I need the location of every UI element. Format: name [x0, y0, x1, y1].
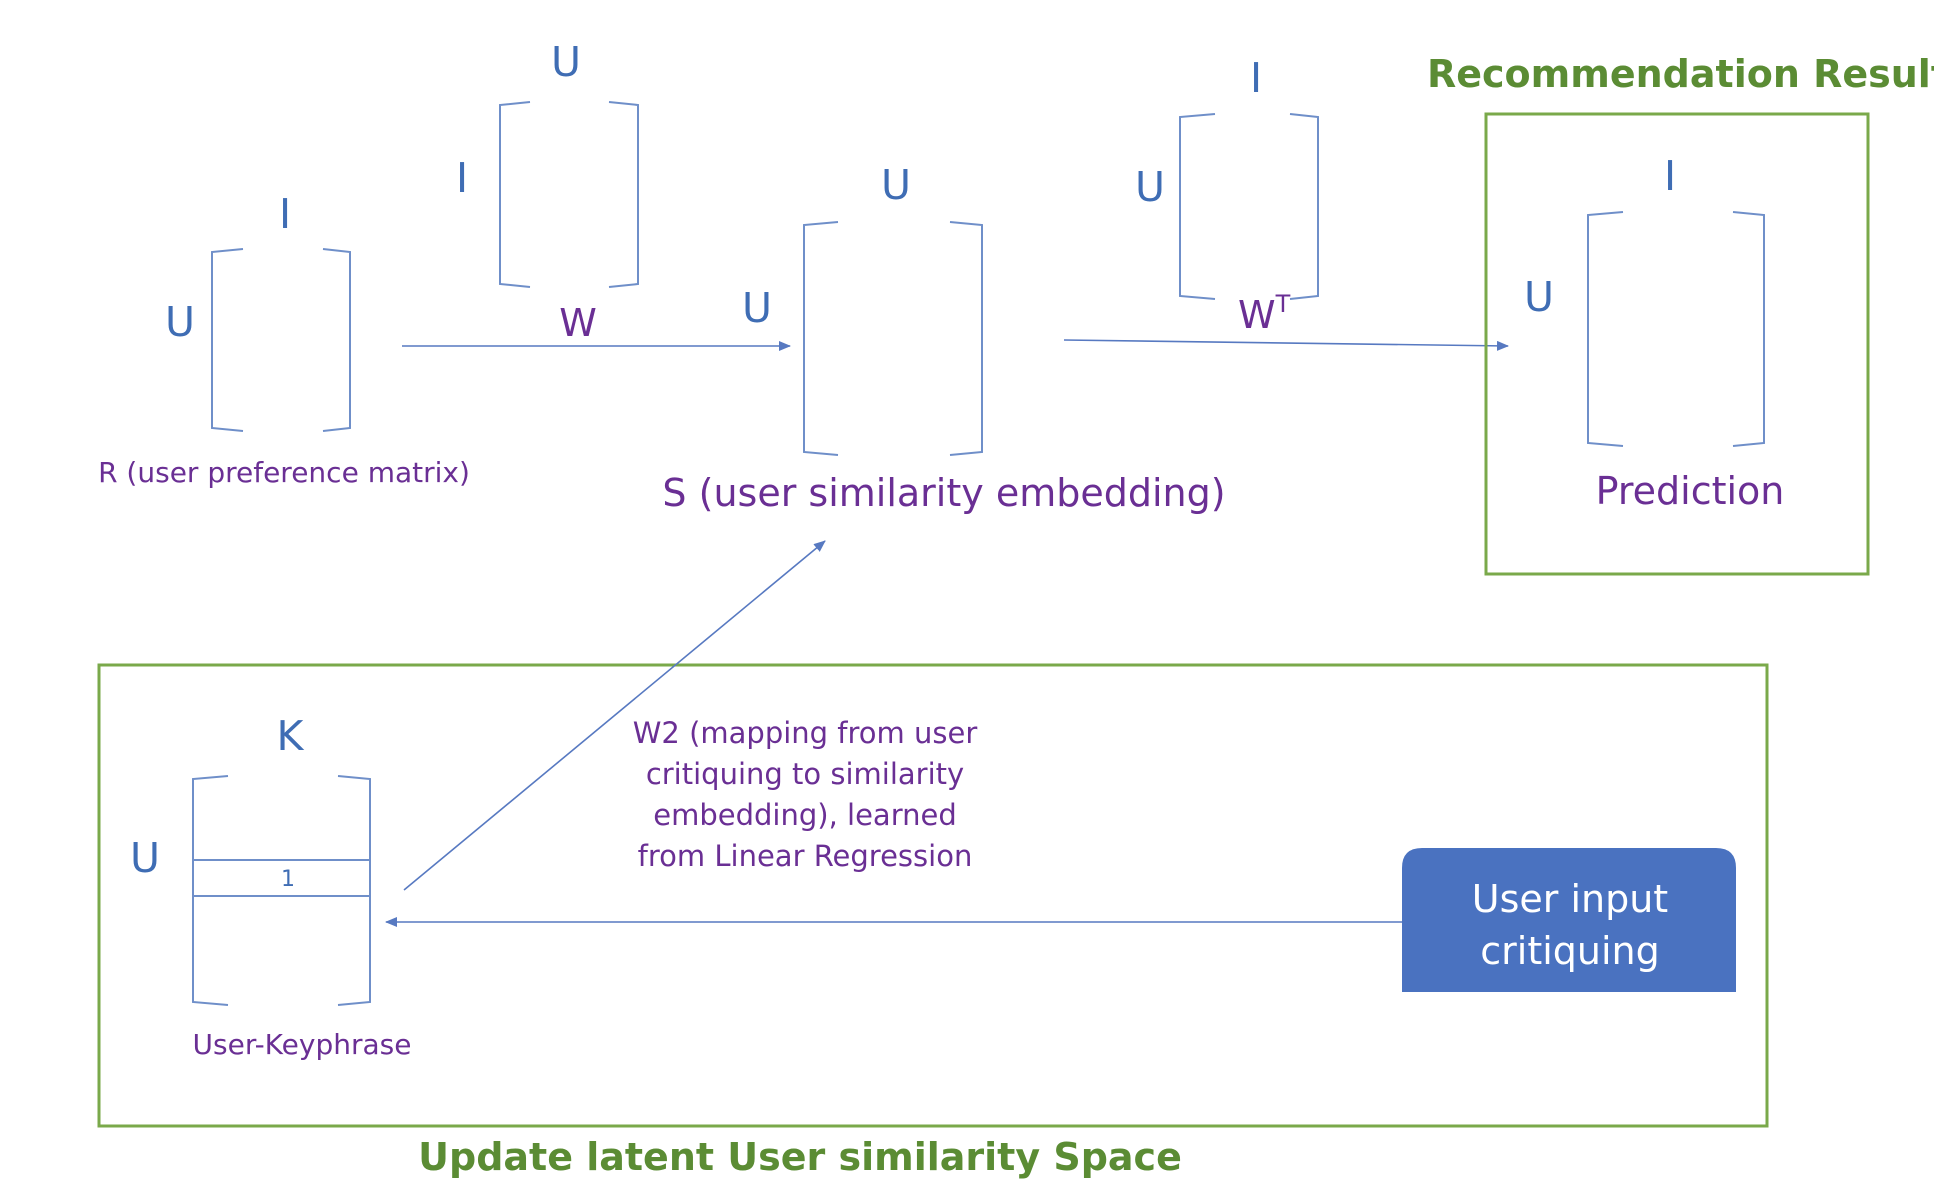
k-matrix-row-value: 1: [281, 867, 295, 892]
user-keyphrase-matrix: K U 1 User-Keyphrase: [130, 712, 411, 1061]
r-matrix-left-label: U: [165, 298, 195, 346]
s-matrix: U U S (user similarity embedding): [662, 161, 1225, 515]
k-matrix-left-bracket: [192, 775, 229, 1006]
w-matrix-left-label: I: [456, 154, 468, 202]
w2-line-4: from Linear Regression: [638, 839, 973, 873]
prediction-matrix-right-bracket: [1732, 211, 1765, 447]
w-matrix-left-bracket: [499, 101, 531, 288]
wt-matrix: I U WT: [1135, 54, 1319, 337]
s-matrix-left-label: U: [742, 284, 772, 332]
recommendation-result-title: Recommendation Result: [1427, 52, 1934, 96]
wt-matrix-caption: WT: [1238, 290, 1291, 337]
r-matrix-top-label: I: [279, 190, 291, 238]
wt-matrix-right-bracket: [1289, 113, 1319, 300]
k-matrix-caption: User-Keyphrase: [193, 1028, 412, 1061]
prediction-matrix-left-bracket: [1587, 211, 1624, 447]
w-matrix-caption: W: [559, 301, 597, 345]
arrow-s-to-prediction: [1063, 339, 1509, 351]
arrow-keyphrase-to-s: [403, 540, 826, 891]
r-matrix-caption: R (user preference matrix): [98, 456, 470, 489]
user-input-box: User input critiquing: [1402, 848, 1736, 992]
w-matrix: U I W: [456, 38, 639, 345]
w2-line-1: W2 (mapping from user: [633, 716, 978, 750]
wt-matrix-left-label: U: [1135, 163, 1165, 211]
user-input-line-1: User input: [1472, 877, 1668, 921]
k-matrix-left-label: U: [130, 834, 160, 882]
w-matrix-top-label: U: [551, 38, 581, 86]
user-input-line-2: critiquing: [1480, 929, 1660, 973]
prediction-matrix: I U Prediction: [1524, 152, 1784, 513]
w-matrix-right-bracket: [608, 101, 639, 288]
update-space-frame: [97, 663, 1769, 1128]
recommendation-result-frame: [1484, 112, 1870, 576]
w2-line-3: embedding), learned: [653, 798, 956, 832]
wt-matrix-top-label: I: [1250, 54, 1262, 102]
s-matrix-caption: S (user similarity embedding): [662, 471, 1225, 515]
wt-caption-base: W: [1238, 293, 1276, 337]
r-matrix-right-bracket: [322, 248, 351, 432]
s-matrix-top-label: U: [881, 161, 911, 209]
w2-line-2: critiquing to similarity: [646, 757, 964, 791]
prediction-caption: Prediction: [1596, 469, 1785, 513]
w2-description: W2 (mapping from user critiquing to simi…: [633, 716, 978, 873]
k-matrix-right-bracket: [337, 775, 371, 1006]
prediction-matrix-top-label: I: [1664, 152, 1676, 200]
s-matrix-right-bracket: [949, 221, 983, 456]
r-matrix-left-bracket: [211, 248, 244, 432]
r-matrix: I U R (user preference matrix): [98, 190, 470, 489]
wt-matrix-left-bracket: [1179, 113, 1216, 300]
prediction-matrix-left-label: U: [1524, 273, 1554, 321]
s-matrix-left-bracket: [803, 221, 839, 456]
wt-caption-superscript: T: [1275, 290, 1291, 318]
user-input-shape: [1402, 848, 1736, 992]
update-space-title: Update latent User similarity Space: [418, 1135, 1182, 1179]
k-matrix-top-label: K: [277, 712, 305, 760]
